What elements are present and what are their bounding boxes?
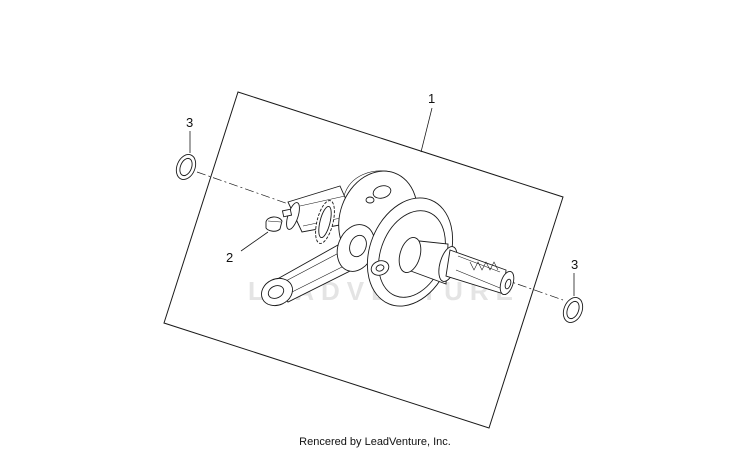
callout-3-right: 3 [571, 257, 578, 272]
leader-line-1 [420, 107, 433, 153]
oil-seal-right [562, 297, 584, 323]
callout-3-left: 3 [186, 115, 193, 130]
woodruff-key [265, 216, 283, 232]
callout-2: 2 [226, 250, 233, 265]
connecting-rod [261, 224, 376, 307]
crankshaft-assembly [261, 170, 515, 307]
oil-seal-left [175, 154, 197, 180]
leader-line-2 [240, 231, 269, 252]
timing-gear [315, 200, 335, 244]
assembly-frame [163, 91, 564, 429]
crankshaft-right-shaft [398, 237, 515, 296]
callout-1: 1 [428, 91, 435, 106]
render-credit: Rencered by LeadVenture, Inc. [299, 436, 451, 448]
